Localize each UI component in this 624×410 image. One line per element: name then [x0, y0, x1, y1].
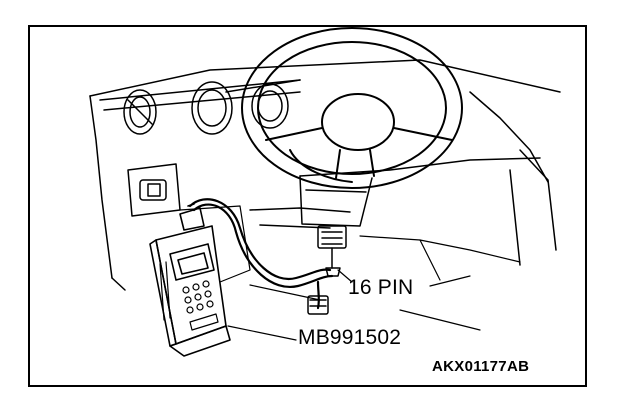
lower-dash-panel	[179, 205, 521, 331]
dashboard-outline	[89, 59, 561, 291]
left-air-vent	[123, 89, 157, 135]
leader-lines	[227, 269, 471, 341]
steering-wheel	[241, 27, 463, 189]
connector-label: 16 PIN	[348, 276, 414, 299]
scan-tool-body	[149, 203, 231, 357]
figure-code-label: AKX01177AB	[432, 358, 530, 375]
switch-panel	[127, 163, 181, 217]
cable-plug	[307, 295, 329, 315]
figure-frame	[28, 25, 587, 387]
tool-part-number-label: MB991502	[298, 326, 402, 349]
steering-column	[299, 175, 373, 227]
diagnostic-connector	[317, 225, 347, 277]
scan-tool-keypad	[159, 261, 219, 331]
